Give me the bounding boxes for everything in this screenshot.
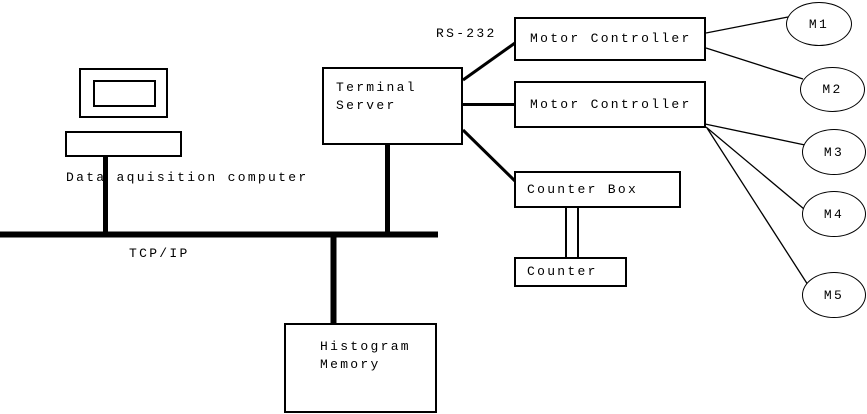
link-motor-controller-1-to-m1: [705, 16, 789, 34]
link-terminal-server-to-motor-controller-1: [462, 41, 516, 82]
rs232-label: RS-232: [436, 26, 497, 41]
link-motor-controller-2-to-m4: [705, 126, 805, 210]
node-terminal-server: Terminal Server: [322, 67, 463, 145]
node-motor-m5: M5: [802, 272, 866, 318]
node-motor-m4: M4: [802, 191, 866, 237]
node-motor-m2: M2: [800, 67, 865, 112]
node-motor-m3: M3: [802, 129, 866, 175]
node-histogram-memory: Histogram Memory: [284, 323, 437, 413]
link-motor-controller-2-to-m5: [706, 127, 809, 286]
tcpip-label: TCP/IP: [129, 246, 190, 261]
data-acquisition-computer-label: Data aquisition computer: [66, 170, 309, 185]
link-motor-controller-1-to-m2: [705, 47, 804, 80]
node-motor-controller-2: Motor Controller: [514, 81, 706, 128]
node-counter: Counter: [514, 257, 627, 287]
link-motor-controller-2-to-m3: [704, 123, 806, 146]
keyboard-icon: [65, 131, 182, 157]
monitor-screen-icon: [93, 80, 156, 107]
node-counter-box: Counter Box: [514, 171, 681, 208]
node-motor-controller-1: Motor Controller: [514, 17, 706, 61]
node-motor-m1: M1: [786, 2, 852, 46]
link-terminal-server-to-counter-box: [461, 128, 518, 184]
